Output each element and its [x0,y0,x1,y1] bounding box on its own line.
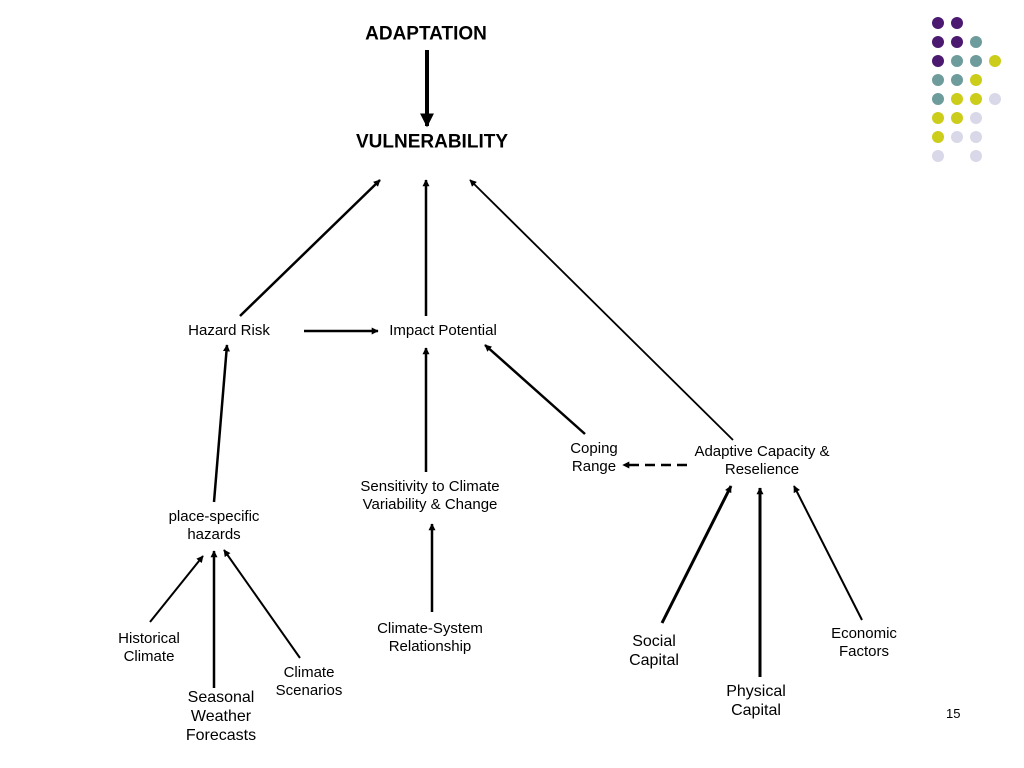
decorative-dot [970,131,982,143]
decorative-dot [932,36,944,48]
decorative-dot [970,112,982,124]
edge-coping-range-to-impact-potential [484,344,586,435]
node-place-specific-hazards: place-specific hazards [169,508,260,544]
node-line: hazards [187,526,241,543]
node-vulnerability: VULNERABILITY [356,131,508,153]
node-sensitivity-to-climate: Sensitivity to Climate Variability & Cha… [360,478,499,514]
node-line: Physical [726,682,786,700]
node-impact-potential: Impact Potential [389,322,497,339]
edge-economic-factors-to-adaptive-capacity [793,485,863,621]
node-seasonal-weather-forecasts: Seasonal Weather Forecasts [186,688,256,746]
decorative-dot [951,36,963,48]
edge-climate-scenarios-to-place-hazards [223,549,301,659]
node-line: Climate-System [377,620,483,637]
node-line: Reselience [724,461,800,478]
page-number: 15 [946,706,961,721]
node-climate-system-relationship: Climate-System Relationship [377,620,483,656]
decorative-dot [932,112,944,124]
node-line: Factors [838,643,890,660]
decorative-dot [951,112,963,124]
decorative-dot [951,131,963,143]
decorative-dot [932,131,944,143]
node-hazard-risk: Hazard Risk [188,322,270,339]
node-climate-scenarios: Climate Scenarios [276,664,343,700]
decorative-dot [951,55,963,67]
node-line: Sensitivity to Climate [360,478,500,495]
decorative-dot [951,17,963,29]
decorative-dot [951,74,963,86]
decorative-dot-grid [930,15,1010,165]
edge-adaptive-capacity-to-vulnerability [469,179,734,441]
decorative-dot [989,55,1001,67]
node-line: Coping [570,440,618,457]
node-adaptation: ADAPTATION [365,23,487,45]
node-line: Climate [123,648,175,665]
node-line: Adaptive Capacity & [694,443,830,460]
node-social-capital: Social Capital [629,632,679,670]
node-line: Capital [731,702,781,719]
node-line: Social [632,632,676,650]
edge-hazard-risk-to-vulnerability [239,179,381,317]
node-economic-factors: Economic Factors [831,625,897,661]
decorative-dot [932,150,944,162]
decorative-dot [970,150,982,162]
node-physical-capital: Physical Capital [726,682,786,720]
decorative-dot [970,74,982,86]
decorative-dot [951,93,963,105]
node-adaptive-capacity: Adaptive Capacity & Reselience [694,443,829,479]
edge-social-capital-to-adaptive-capacity [660,485,733,624]
decorative-dot [932,55,944,67]
decorative-dot [970,55,982,67]
node-line: Forecasts [185,727,257,745]
decorative-dot [970,93,982,105]
node-line: Range [571,458,617,475]
decorative-dot [970,36,982,48]
node-line: Seasonal [187,689,255,707]
node-line: Economic [831,625,897,642]
node-line: Relationship [388,638,472,655]
node-line: Scenarios [275,682,343,699]
decorative-dot [932,74,944,86]
node-line: place-specific [168,508,260,525]
edge-place-hazards-to-hazard-risk [212,344,230,503]
node-line: Historical [118,630,180,647]
edge-historical-climate-to-place-hazards [149,555,204,623]
node-line: Capital [629,652,679,669]
node-line: Variability & Change [362,496,498,513]
decorative-dot [932,93,944,105]
decorative-dot [932,17,944,29]
node-line: Climate [283,664,335,681]
node-coping-range: Coping Range [570,440,618,476]
node-line: Weather [190,708,252,726]
node-historical-climate: Historical Climate [118,630,180,666]
decorative-dot [989,93,1001,105]
